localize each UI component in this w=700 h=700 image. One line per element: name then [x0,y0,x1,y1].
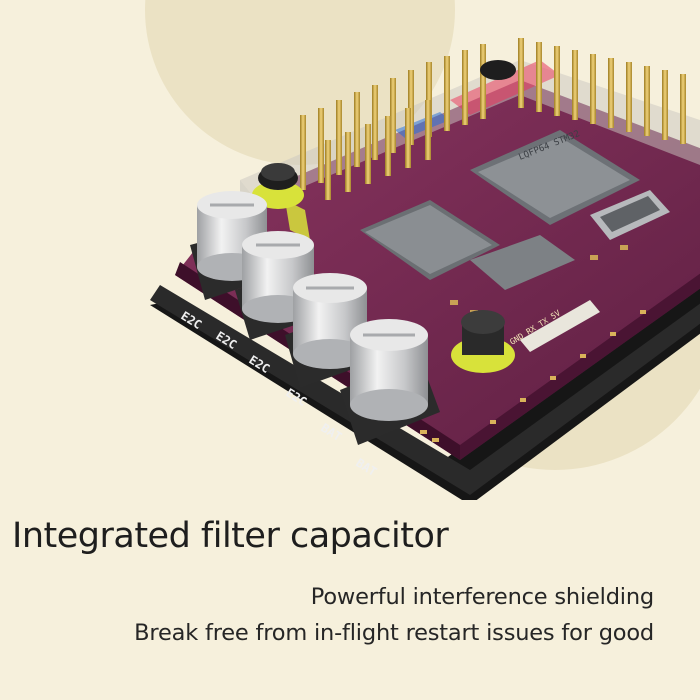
esc-label-5: BAT [318,421,344,444]
subtitle-restart: Break free from in-flight restart issues… [134,620,654,646]
flight-controller-stack-photo: E2C E2C E2C E2C BAT BAT [145,0,700,500]
esc-label-bat: BAT [353,456,379,479]
esc-board [150,273,700,500]
fc-components: LQFP64 STM32 GND RX TX 5V [360,129,670,352]
subtitle-shielding: Powerful interference shielding [310,584,654,610]
headline: Integrated filter capacitor [12,516,449,556]
standoff-screws [252,60,516,373]
header-pins [300,38,686,200]
filter-capacitors [190,191,440,445]
